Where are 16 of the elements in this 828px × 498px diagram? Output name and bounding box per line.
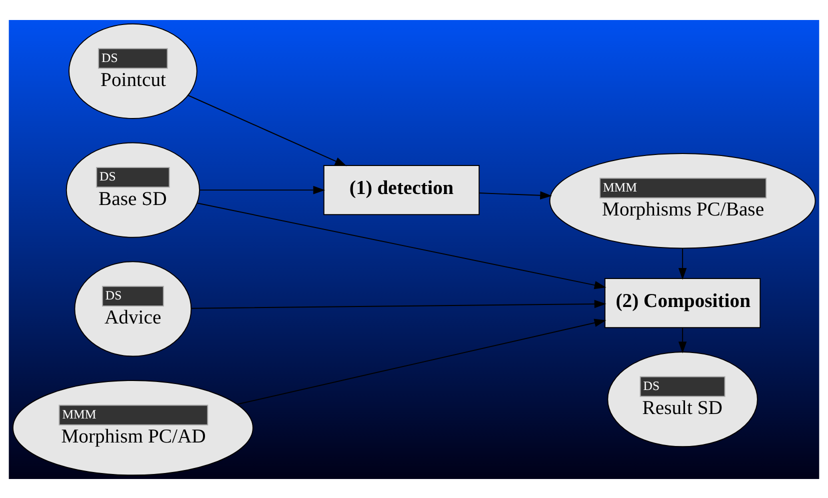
node-ellipse: DS Advice [74, 260, 192, 356]
node-ellipse: MMM Morphism PC/AD [12, 380, 254, 476]
arrow [196, 202, 606, 289]
node-ellipse: DS Base SD [66, 142, 200, 238]
arrow [188, 94, 347, 166]
arrow [678, 247, 687, 280]
node-ellipse: DS Result SD [607, 351, 758, 447]
node-ellipse: MMM Morphisms PC/Base [549, 152, 816, 248]
node-ellipse: DS Pointcut [68, 22, 198, 118]
arrow [191, 299, 606, 308]
arrow [236, 318, 606, 404]
arrow [199, 185, 326, 194]
node-box: (1) detection [323, 164, 480, 215]
arrow [478, 190, 552, 200]
node-box: (2) Composition [604, 278, 761, 328]
arrow [678, 326, 687, 353]
